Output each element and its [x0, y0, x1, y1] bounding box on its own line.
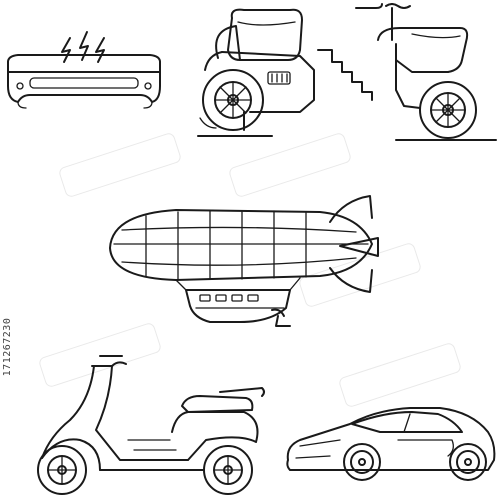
hoverboard-icon — [7, 31, 161, 109]
electric-scooter-icon — [197, 8, 373, 137]
airship-icon — [109, 195, 379, 327]
electric-unicycle-icon — [355, 3, 497, 141]
watermark — [39, 133, 461, 407]
motor-scooter-icon — [37, 355, 265, 495]
sports-car-icon — [286, 407, 496, 481]
stock-id: 171267230 — [2, 317, 13, 377]
